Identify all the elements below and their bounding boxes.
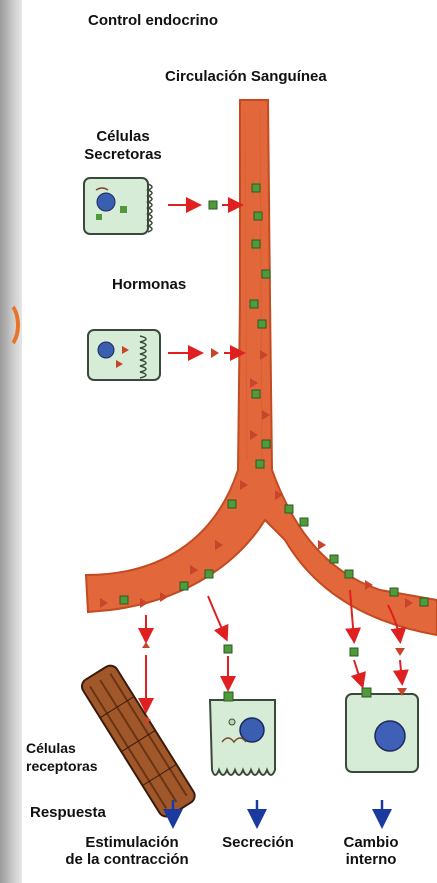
secretory-label-1: Células (78, 128, 168, 145)
blood-label: Circulación Sanguínea (165, 68, 327, 85)
response-3-line-1: Cambio (336, 834, 406, 851)
hormone-square-icon (209, 201, 217, 209)
response-label: Respuesta (30, 804, 106, 821)
receptor-internal-cell (346, 688, 418, 772)
response-1-line-1: Estimulación (62, 834, 202, 851)
receptor-label-1: Células (26, 740, 76, 757)
response-3-line-2: interno (336, 851, 406, 868)
title: Control endocrino (88, 12, 218, 29)
muscle-fiber (79, 663, 198, 820)
secretory-cell-triangle (88, 330, 160, 380)
secretory-label-2: Secretoras (78, 146, 168, 163)
hormone-triangle-icon (211, 348, 219, 358)
response-2: Secreción (212, 834, 304, 851)
hormones-label: Hormonas (112, 276, 186, 293)
response-1-line-2: de la contracción (52, 851, 202, 868)
receptor-secretory-cell (210, 692, 275, 775)
secretory-cell-square (84, 178, 152, 234)
receptor-label-2: receptoras (26, 758, 98, 775)
